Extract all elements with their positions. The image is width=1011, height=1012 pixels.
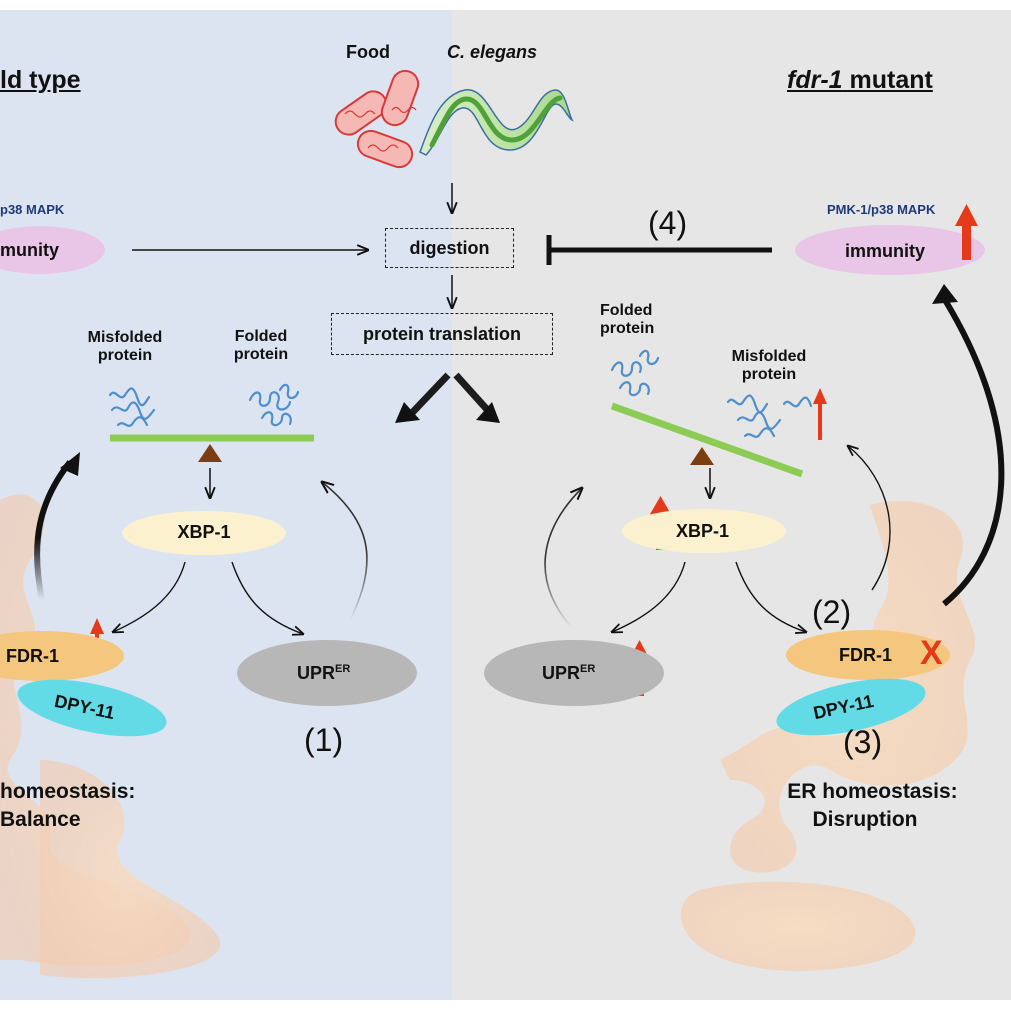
protein-squiggles — [108, 349, 813, 438]
panel-title-mutant: fdr-1 mutant — [787, 66, 933, 95]
folded-line1-left: Folded — [234, 328, 288, 345]
panel-title-mutant-gene: fdr-1 — [787, 66, 843, 94]
fdr1-oval-right — [786, 630, 950, 680]
fdr1-oval-left — [0, 631, 124, 681]
misfolded-line2-left: protein — [97, 347, 153, 365]
immunity-oval-left — [0, 226, 105, 274]
split-arrows — [395, 372, 500, 423]
xbp1-oval-right — [622, 509, 786, 553]
upr-oval-left — [237, 640, 417, 706]
up-arrow-immunity-right — [955, 204, 978, 260]
homeostasis-left-line1: homeostasis: — [0, 780, 136, 803]
upr-main-right: UPR — [542, 663, 581, 683]
fdr1-label-right: FDR-1 — [839, 645, 892, 665]
pmk-label-left: p38 MAPK — [0, 202, 65, 217]
c-elegans-worm-icon — [419, 89, 574, 156]
upr-label-right: UPRER — [542, 663, 595, 684]
homeostasis-right-line1: ER homeostasis: — [787, 780, 958, 803]
upr-to-beam-arrow-left — [322, 482, 368, 621]
step-2-label: (2) — [812, 594, 852, 630]
fdr1-to-beam-arrow-left — [34, 460, 73, 601]
panel-title-wild-type: ld type — [0, 66, 81, 94]
digestion-box: digestion — [385, 228, 514, 268]
flow-arrows-left — [113, 561, 303, 634]
homeostasis-right-line2: Disruption — [812, 808, 918, 831]
balance-beam-right — [610, 402, 804, 478]
er-membrane-right — [680, 501, 976, 971]
upr-label-left: UPRER — [297, 663, 350, 684]
folded-line2-left: protein — [233, 346, 289, 364]
step-1-label: (1) — [304, 722, 344, 758]
immunity-label-right: immunity — [845, 241, 926, 261]
panel-title-mutant-rest: mutant — [842, 66, 933, 94]
step-3-label: (3) — [843, 724, 883, 760]
misfolded-line1-left: Misfolded — [87, 329, 163, 346]
worm-label: C. elegans — [447, 42, 538, 62]
fdr1-label-left: FDR-1 — [6, 646, 59, 666]
upr-sup-left: ER — [335, 663, 351, 675]
misfolded-line2-right: protein — [741, 366, 797, 384]
upr-oval-right — [484, 640, 664, 706]
fulcrum-right — [690, 447, 714, 465]
immunity-label-left: munity — [0, 240, 60, 260]
upr-to-beam-arrow-right — [544, 488, 582, 629]
flow-arrows-right — [612, 446, 891, 632]
misfolded-line1-right: Misfolded — [731, 348, 807, 365]
fdr1-to-immunity-arrow-right — [942, 298, 1005, 607]
dpy11-oval-right — [776, 678, 926, 736]
up-arrow-misfolded-right — [813, 388, 827, 440]
xbp1-label-right: XBP-1 — [676, 521, 730, 541]
upr-main-left: UPR — [297, 663, 336, 683]
xbp1-oval-left — [122, 511, 286, 555]
step-4-label: (4) — [648, 205, 688, 241]
pmk-label-right: PMK-1/p38 MAPK — [827, 202, 936, 217]
immunity-oval-right — [795, 225, 985, 275]
fulcrum-left — [198, 444, 222, 462]
food-bacteria-icon — [334, 69, 420, 169]
homeostasis-left-line2: Balance — [0, 808, 81, 831]
er-membrane-left — [0, 494, 221, 979]
upr-sup-right: ER — [580, 663, 596, 675]
xbp1-label-left: XBP-1 — [177, 522, 231, 542]
folded-line2-right: protein — [600, 320, 655, 338]
x-mark-icon: X — [920, 634, 943, 672]
folded-line1-right: Folded — [600, 302, 653, 319]
food-label: Food — [346, 42, 390, 62]
dpy11-oval-left — [17, 679, 167, 737]
protein-translation-box: protein translation — [331, 313, 553, 355]
inhibition-arrow — [546, 235, 772, 265]
